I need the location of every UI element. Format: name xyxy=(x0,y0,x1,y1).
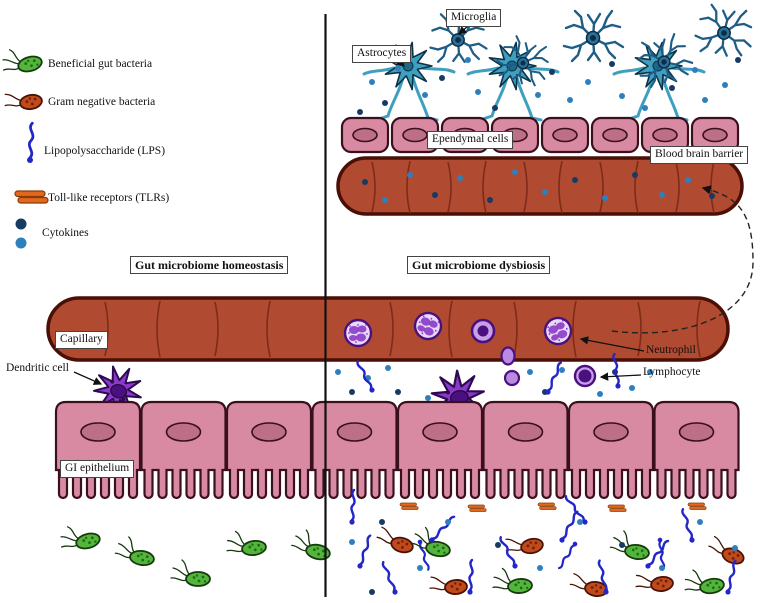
green-bacteria-icon xyxy=(0,41,45,79)
gi-epithelium-row xyxy=(54,400,740,500)
ependymal-cells-label: Ependymal cells xyxy=(427,131,514,149)
cytokine-dot xyxy=(349,519,738,595)
migration-dashed-arrow xyxy=(611,185,754,334)
lps-squiggle-icon xyxy=(25,121,35,165)
transmigrating-cell xyxy=(500,346,521,387)
gi-epithelium-label: GI epithelium xyxy=(60,460,135,478)
microglia-label: Microglia xyxy=(446,9,502,27)
capillary-label: Capillary xyxy=(55,331,108,349)
legend-label-beneficial-bacteria: Beneficial gut bacteria xyxy=(48,58,153,70)
legend-icons xyxy=(0,41,49,249)
dendritic-pointer-arrow xyxy=(73,371,103,385)
tlr-icon xyxy=(14,190,49,204)
neutrophil-pointer-arrow xyxy=(579,336,645,352)
lymphocyte-label: Lymphocyte xyxy=(643,366,701,378)
astrocytes-label: Astrocytes xyxy=(352,45,412,63)
legend-label-lps: Lipopolysaccharide (LPS) xyxy=(44,145,166,157)
monocyte-cell xyxy=(470,318,496,344)
dysbiosis-section-label: Gut microbiome dysbiosis xyxy=(407,256,551,275)
dendritic-cell-label: Dendritic cell xyxy=(6,362,69,374)
lymphocyte-pointer-arrow xyxy=(599,372,642,381)
green-bacteria xyxy=(56,518,726,599)
brain-region xyxy=(336,1,758,216)
red-bacteria-icon xyxy=(2,87,44,115)
legend-label-tlr: Toll-like receptors (TLRs) xyxy=(48,192,170,204)
cytokine-dot xyxy=(362,169,715,203)
legend-label-gram-negative: Gram negative bacteria xyxy=(48,96,156,108)
blood-brain-barrier-vessel xyxy=(336,156,744,216)
capillary-vessel xyxy=(46,296,730,387)
lymphocyte-cell xyxy=(573,364,597,388)
microglia-pointer-arrow xyxy=(458,25,469,35)
tlr-receptor xyxy=(399,502,707,512)
legend-label-cytokines: Cytokines xyxy=(42,227,89,239)
homeostasis-section-label: Gut microbiome homeostasis xyxy=(130,256,289,275)
cytokine-dots-icon xyxy=(15,218,27,249)
blood-brain-barrier-label: Blood brain barrier xyxy=(650,146,749,164)
neutrophil-label: Neutrophil xyxy=(646,344,696,356)
cytokine-dot xyxy=(357,57,741,115)
